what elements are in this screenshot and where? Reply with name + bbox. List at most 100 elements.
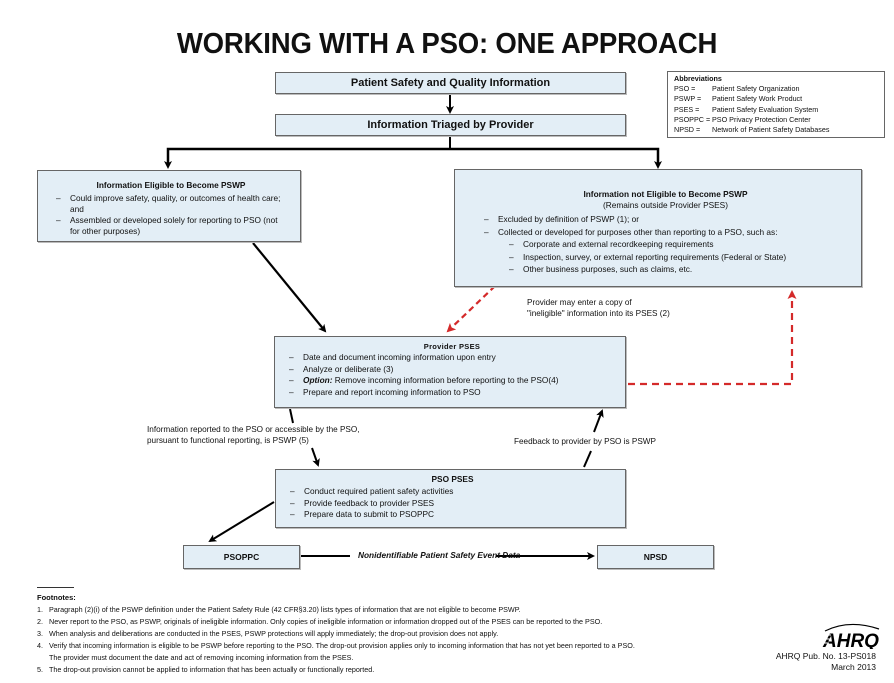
abbr-meaning: Patient Safety Organization [712,84,800,94]
logo-text: AHRQ [822,631,879,649]
abbr-key: PSES = [674,104,700,114]
list-item: Analyze or deliberate (3) [287,364,617,376]
footnote-number: 2. [37,617,43,626]
abbr-key: PSO = [674,84,696,94]
list-item: Excluded by definition of PSWP (1); or [482,213,849,226]
box-pso-pses: PSO PSES Conduct required patient safety… [275,469,626,528]
abbr-meaning: PSO Privacy Protection Center [712,114,811,124]
arrow-provider-to-pso-top [289,408,294,424]
abbreviations-legend: Abbreviations PSO = Patient Safety Organi… [667,71,885,138]
label-nonidentifiable-data: Nonidentifiable Patient Safety Event Dat… [358,550,521,560]
abbr-key: PSOPPC = [674,114,711,124]
abbreviations-table: PSO =Patient Safety Organization PSWP =P… [674,84,829,135]
list-item: Inspection, survey, or external reportin… [507,251,849,264]
abbr-meaning: Patient Safety Evaluation System [712,104,819,114]
list-item: Corporate and external recordkeeping req… [507,238,849,251]
footnote-item: 3. When analysis and deliberations are co… [37,628,737,640]
footnote-item: 1. Paragraph (2)(i) of the PSWP definitio… [37,604,737,616]
abbr-row: PSO = Patient Safety Organization [674,84,829,94]
box-not-eligible-pswp: Information not Eligible to Become PSWP … [454,169,862,287]
abbr-key: NPSD = [674,125,701,135]
box-label: NPSD [643,552,668,562]
footnote-item: 2. Never report to the PSO, as PSWP, orig… [37,616,737,628]
dashed-arrow-copy-ineligible [446,285,496,333]
list-item: Provide feedback to provider PSES [288,498,617,510]
list-item: Assembled or developed solely for report… [54,215,288,237]
abbr-key: PSWP = [674,94,702,104]
footnotes: Footnotes: 1. Paragraph (2)(i) of the PSW… [37,592,737,676]
list-item: Could improve safety, quality, or outcom… [54,193,288,215]
provider-pses-list: Date and document incoming information u… [287,352,617,398]
list-item: Prepare and report incoming information … [287,387,617,399]
not-eligible-sublist: Corporate and external recordkeeping req… [507,238,849,276]
footnote-text: When analysis and deliberations are cond… [49,629,499,638]
box-heading: Information not Eligible to Become PSWP [583,189,748,199]
not-eligible-list: Excluded by definition of PSWP (1); or C… [482,213,849,238]
footnote-item: 4. Verify that incoming information is el… [37,640,737,664]
list-item: Date and document incoming information u… [287,352,617,364]
abbr-meaning: Patient Safety Work Product [712,94,803,104]
ahrq-logo-icon: AHRQ [819,623,880,649]
pub-number: AHRQ Pub. No. 13-PS018 [775,651,876,661]
list-item-option: Option: Remove incoming information befo… [287,375,617,387]
page-title: WORKING WITH A PSO: ONE APPROACH [176,28,718,60]
footnote-text: Verify that incoming information is elig… [49,641,635,650]
pso-pses-list: Conduct required patient safety activiti… [288,486,617,521]
box-provider-pses: Provider PSES Date and document incoming… [274,336,626,408]
abbr-row: PSOPPC =PSO Privacy Protection Center [674,115,829,125]
box-patient-safety-info: Patient Safety and Quality Information [275,72,626,94]
footnote-text: Paragraph (2)(i) of the PSWP definition … [49,605,521,614]
box-psoppc: PSOPPC [183,545,300,569]
footnote-number: 1. [37,605,43,614]
abbr-row: NPSD = Network of Patient Safety Database… [674,125,829,135]
label-line: pursuant to functional reporting, is PSW… [147,436,309,445]
option-label: Option: [303,375,333,385]
footnote-text: Never report to the PSO, as PSWP, origin… [49,617,603,626]
arrow-eligible-to-provider-pses [252,242,327,333]
abbr-row: PSWP = Patient Safety Work Product [674,94,829,104]
label-line: "ineligible" information into its PSES (… [527,309,670,318]
footnote-list: 1. Paragraph (2)(i) of the PSWP definitio… [37,604,737,676]
box-heading: Provider PSES [423,342,481,351]
footnote-number: 3. [37,629,43,638]
label-line: Information reported to the PSO or acces… [147,425,360,434]
abbr-meaning: Network of Patient Safety Databases [712,125,830,135]
list-item: Conduct required patient safety activiti… [288,486,617,498]
triage-split-line [166,147,660,166]
list-item: Collected or developed for purposes othe… [482,226,849,239]
box-label: Information Triaged by Provider [367,119,534,131]
footnote-item: 5. The drop-out provision cannot be appli… [37,664,737,676]
list-item: Prepare data to submit to PSOPPC [288,509,617,521]
arrow-provider-to-pso [311,447,320,467]
label-feedback: Feedback to provider by PSO is PSWP [514,437,656,446]
box-subheading: (Remains outside Provider PSES) [603,200,728,210]
box-label: Patient Safety and Quality Information [350,77,551,89]
box-npsd: NPSD [597,545,714,569]
abbr-row: PSES = Patient Safety Evaluation System [674,105,829,115]
label-copy-ineligible: Provider may enter a copy of "ineligible… [527,297,670,319]
box-heading: PSO PSES [431,474,474,484]
box-eligible-pswp: Information Eligible to Become PSWP Coul… [37,170,301,242]
footnote-number: 5. [37,665,43,674]
label-line: Provider may enter a copy of [527,298,632,307]
eligible-list: Could improve safety, quality, or outcom… [54,193,288,237]
footnotes-heading: Footnotes: [37,593,76,602]
arrow-feedback [593,409,604,433]
option-text: Remove incoming information before repor… [332,375,559,385]
box-triage: Information Triaged by Provider [275,114,626,136]
footnote-number: 4. [37,641,43,650]
arrow-pso-to-psoppc [208,501,275,543]
footnote-text: The provider must document the date and … [49,653,354,662]
list-item: Other business purposes, such as claims,… [507,263,849,276]
pub-date: March 2013 [831,662,876,672]
dashed-arrow-dropout [556,290,797,386]
box-heading: Information Eligible to Become PSWP [96,180,246,190]
footnote-text: The drop-out provision cannot be applied… [49,665,375,674]
abbreviations-heading: Abbreviations [674,74,722,83]
publication-info: AHRQ Pub. No. 13-PS018 March 2013 [776,651,876,673]
arrow-feedback-bottom [583,450,592,468]
box-label: PSOPPC [223,552,260,562]
footnote-divider [37,587,74,588]
label-reported-pswp: Information reported to the PSO or acces… [147,424,360,446]
